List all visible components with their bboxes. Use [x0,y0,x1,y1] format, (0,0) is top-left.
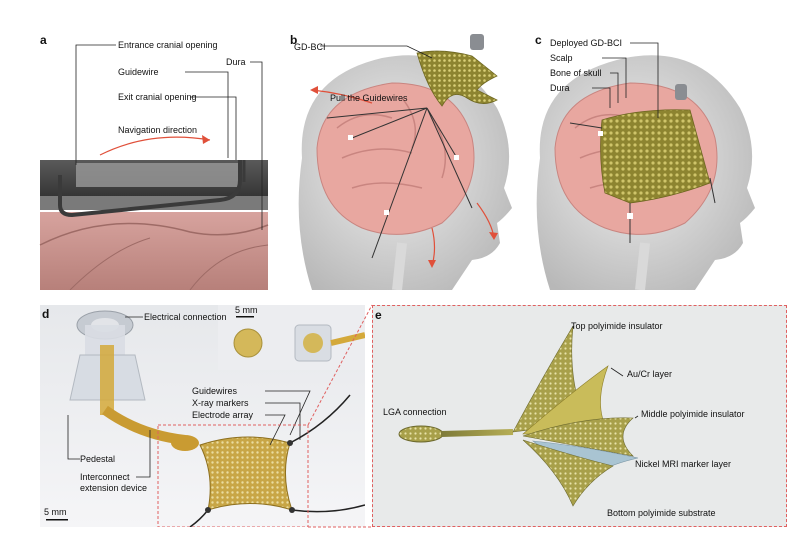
electrode-array [199,436,293,511]
label-scalebar-inset: 5 mm [235,305,258,315]
panel-d-letter: d [42,307,50,321]
inset-electrode-disk [233,328,263,358]
panel-a-letter: a [40,33,47,47]
label-gd-bci: GD-BCI [294,42,326,52]
label-lga-connection: LGA connection [383,407,447,417]
label-electrical-connection: Electrical connection [144,312,227,322]
panel-b-letter: b [290,33,298,47]
label-xray-markers: X-ray markers [192,398,249,408]
connector [470,34,484,50]
label-exit-cranial-opening: Exit cranial opening [118,92,197,102]
label-deployed-gd-bci: Deployed GD-BCI [550,38,623,48]
label-au-cr-layer: Au/Cr layer [627,369,673,379]
panel-e-letter: e [375,308,382,322]
panel-c: c Deployed GD-BCI Scalp Bone of skull Du… [530,28,785,290]
label-navigation-direction: Navigation direction [118,125,198,135]
navigation-arrow [99,136,211,156]
label-bone-of-skull: Bone of skull [550,68,602,78]
label-scalp: Scalp [550,53,573,63]
label-pull-guidewires: Pull the Guidewires [330,93,408,103]
label-dura-a: Dura [226,57,246,67]
deployed-gd-bci-mesh [600,109,711,204]
panel-b: b GD-BCI Pull the Guidewires [282,28,527,290]
label-guidewires: Guidewires [192,386,238,396]
panel-b-illustration [298,34,512,290]
scalebar-inset-line [236,316,254,318]
bottom-polyimide-substrate [522,439,614,507]
panel-a: a Entrance cranial opening Guidewire Exi… [0,0,280,290]
panel-e-exploded-view [398,325,639,507]
panel-d: d Electrical connection 5 mm Guidewires … [40,305,365,527]
label-top-polyimide-insulator: Top polyimide insulator [571,321,663,331]
label-electrode-array: Electrode array [192,410,254,420]
label-pedestal: Pedestal [80,454,116,464]
label-extension-device: extension device [80,483,148,493]
guidewires-b [326,107,473,259]
scalebar-main-line [46,519,68,521]
label-guidewire: Guidewire [118,67,159,77]
panel-e: e Top polyimide insulator Au/Cr layer LG… [372,305,787,527]
label-scalebar-main: 5 mm [44,507,67,517]
brain [316,82,475,235]
label-dura-c: Dura [550,83,570,93]
gd-bci-mesh [416,50,498,107]
lga-connection [398,425,444,443]
label-entrance-cranial-opening: Entrance cranial opening [118,40,218,50]
dura-layer [40,212,268,290]
label-interconnect: Interconnect [80,472,130,482]
panel-c-illustration [536,42,755,290]
middle-polyimide-insulator [522,417,634,457]
zoom-region [157,424,309,527]
label-nickel-mri-marker-layer: Nickel MRI marker layer [635,459,732,469]
label-bottom-polyimide-substrate: Bottom polyimide substrate [607,508,716,518]
guidewire-line [58,160,242,218]
panel-a-illustration [39,44,269,290]
cranial-channel [76,163,240,187]
label-middle-polyimide-insulator: Middle polyimide insulator [641,409,745,419]
panel-c-letter: c [535,33,542,47]
